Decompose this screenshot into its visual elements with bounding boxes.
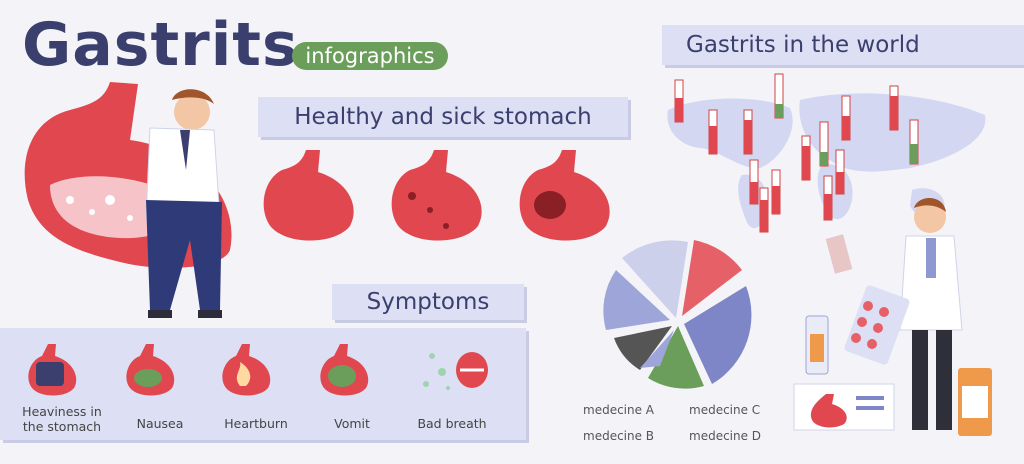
section-title-healthy-sick: Healthy and sick stomach bbox=[258, 97, 628, 137]
legend-medecine-a: medecine A bbox=[583, 403, 655, 417]
page-title: Gastrits bbox=[22, 10, 299, 80]
legend-medecine-b: medecine B bbox=[583, 429, 655, 443]
world-thermometers bbox=[674, 73, 919, 233]
legend-medecine-c: medecine C bbox=[689, 403, 761, 417]
infographics-badge: infographics bbox=[292, 42, 448, 70]
symptom-label-heartburn: Heartburn bbox=[224, 416, 288, 431]
medicine-items bbox=[793, 285, 992, 436]
man-illustration bbox=[145, 89, 222, 318]
symptom-label-vomit: Vomit bbox=[334, 416, 370, 431]
ulcer-stomach bbox=[391, 150, 482, 241]
doctor-illustration bbox=[825, 197, 963, 430]
gastritis-stomach bbox=[519, 150, 610, 241]
legend-medecine-d: medecine D bbox=[689, 429, 762, 443]
medicine-pie bbox=[603, 240, 752, 389]
section-title-world: Gastrits in the world bbox=[662, 25, 1024, 65]
section-title-symptoms: Symptoms bbox=[332, 284, 524, 320]
symptom-label-nausea: Nausea bbox=[136, 416, 184, 431]
symptom-label-bad-breath: Bad breath bbox=[417, 416, 487, 431]
symptom-label-heaviness: Heaviness in the stomach bbox=[22, 404, 102, 434]
healthy-stomach bbox=[263, 150, 354, 241]
